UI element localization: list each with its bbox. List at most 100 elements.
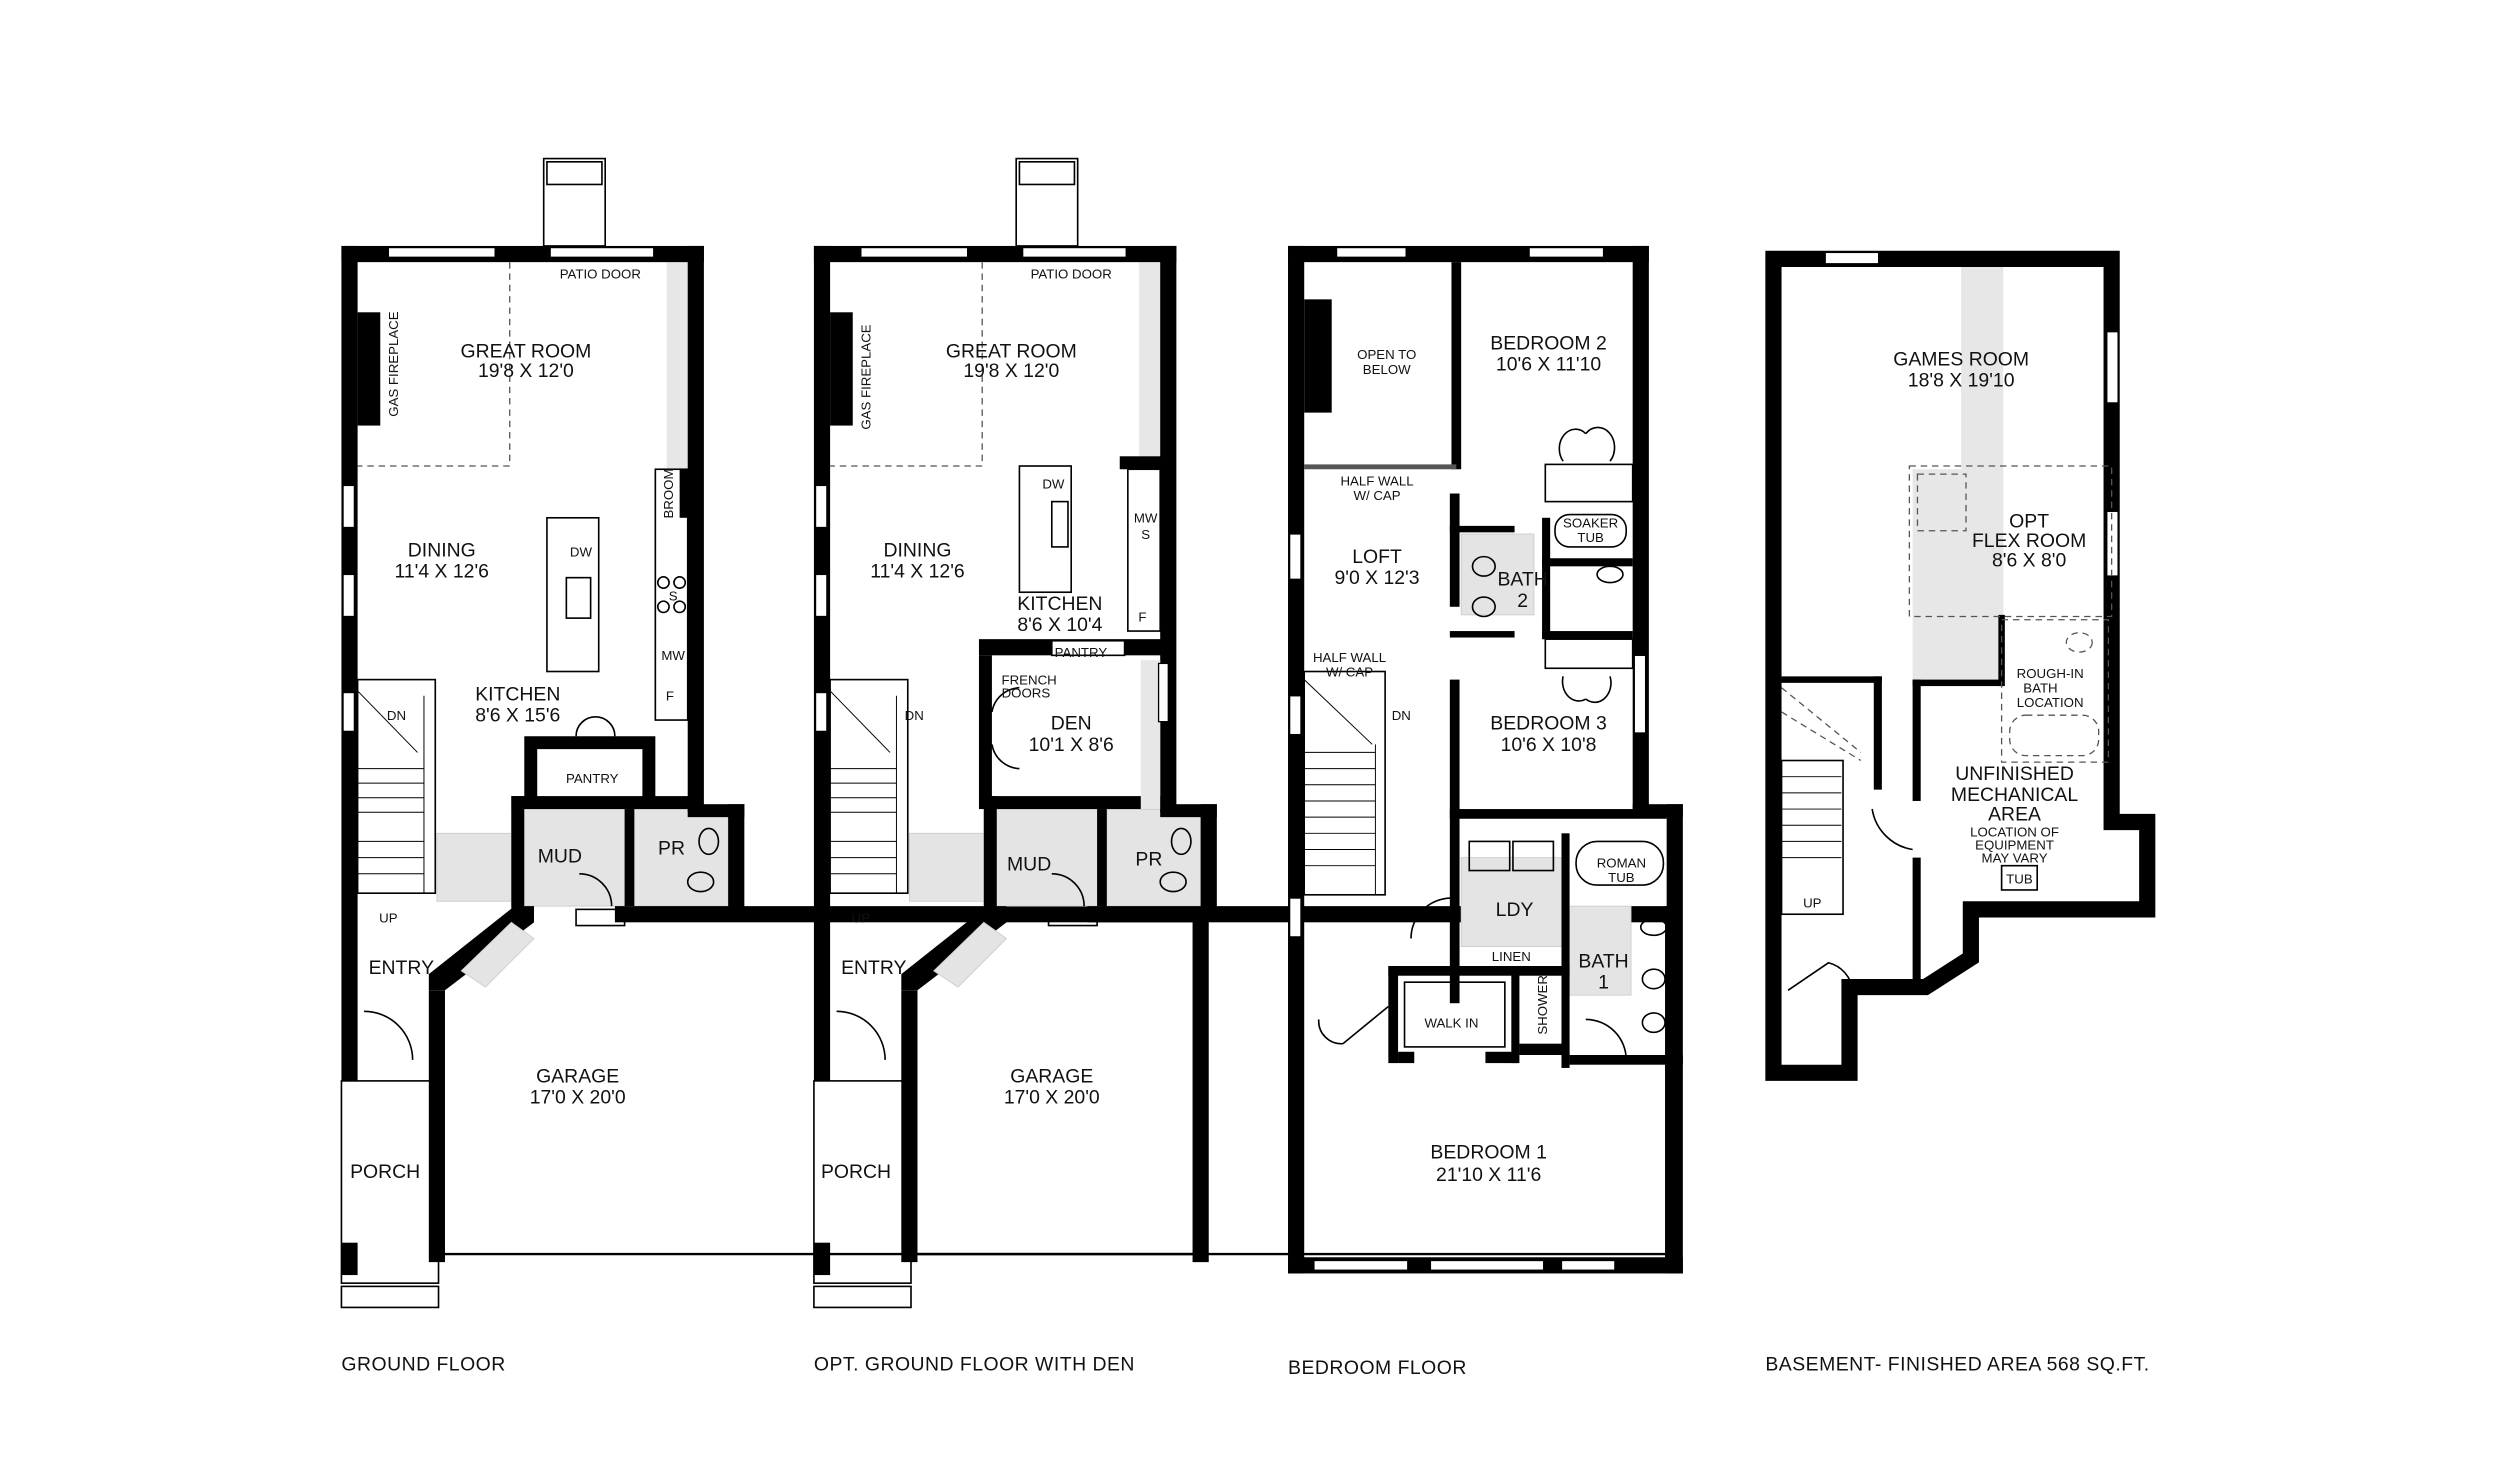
room-label: GAS FIREPLACE (859, 324, 874, 429)
room-label: 10'6 X 11'10 (1496, 354, 1601, 376)
room-label: AREA (1988, 803, 2041, 825)
room-label: MW (1134, 511, 1158, 526)
room-label: PANTRY (566, 771, 619, 786)
room-label: WALK IN (1424, 1015, 1478, 1030)
room-label: OPT (2009, 511, 2049, 533)
room-label: BATH (2023, 681, 2057, 696)
room-label: DW (1042, 477, 1065, 492)
room-label: DN (905, 708, 924, 723)
room-label: DOORS (1002, 685, 1051, 700)
room-label: GAS FIREPLACE (386, 311, 401, 416)
room-label: GREAT ROOM (460, 341, 591, 363)
room-label: S (1141, 527, 1150, 542)
room-label: HALF WALL (1340, 473, 1413, 488)
room-label: 19'8 X 12'0 (478, 360, 574, 382)
room-label: 1 (1598, 972, 1609, 994)
room-label: 8'6 X 10'4 (1017, 614, 1102, 636)
room-label: ROMAN (1597, 855, 1646, 870)
room-label: DEN (1051, 713, 1092, 735)
room-label: OPEN TO (1357, 347, 1416, 362)
room-label: MAY VARY (1982, 850, 2048, 865)
room-label: BEDROOM 1 (1430, 1142, 1546, 1164)
room-label: BELOW (1363, 362, 1411, 377)
room-label: 19'8 X 12'0 (963, 360, 1059, 382)
bedroom-floor-plan (1288, 245, 1683, 1274)
plan-title: GROUND FLOOR (341, 1354, 505, 1376)
room-label: KITCHEN (1017, 593, 1102, 615)
room-label: HALF WALL (1313, 650, 1386, 665)
room-label: 17'0 X 20'0 (1004, 1087, 1100, 1109)
ground-floor-plan (340, 157, 1210, 1309)
room-label: GREAT ROOM (946, 341, 1077, 363)
room-label: LINEN (1492, 949, 1531, 964)
room-label: MW (661, 648, 685, 663)
room-label: BEDROOM 2 (1490, 333, 1606, 355)
room-label: PANTRY (1055, 645, 1108, 660)
opt-ground-floor-plan (812, 157, 1683, 1309)
basement-plan (1765, 250, 2156, 1081)
room-label: PORCH (350, 1161, 420, 1183)
room-label: LOCATION OF (1970, 825, 2059, 840)
plan-title: OPT. GROUND FLOOR WITH DEN (814, 1354, 1135, 1376)
room-label: 18'8 X 19'10 (1908, 370, 2015, 392)
room-label: KITCHEN (475, 684, 560, 706)
room-label: EQUIPMENT (1975, 838, 2054, 853)
plan-title: BEDROOM FLOOR (1288, 1357, 1467, 1379)
room-label: MUD (1007, 854, 1051, 876)
room-label: PATIO DOOR (560, 266, 641, 281)
room-label: LDY (1496, 899, 1534, 921)
room-label: DN (1392, 708, 1411, 723)
room-label: 8'6 X 15'6 (475, 705, 560, 727)
room-label: TUB (1608, 870, 1635, 885)
room-label: LOCATION (2017, 695, 2084, 710)
room-label: F (666, 689, 674, 704)
room-label: LOFT (1352, 546, 1402, 568)
room-label: 8'6 X 8'0 (1992, 549, 2067, 571)
room-label: UP (1803, 896, 1822, 911)
room-label: MECHANICAL (1951, 784, 2078, 806)
room-label: BROOM (661, 468, 676, 518)
room-label: PR (658, 837, 685, 859)
room-label: GAMES ROOM (1893, 349, 2029, 371)
room-label: SHOWER (1535, 975, 1550, 1035)
room-label: DINING (408, 540, 476, 562)
room-label: 10'1 X 8'6 (1029, 734, 1114, 756)
room-label: GARAGE (1010, 1066, 1093, 1088)
room-label: ENTRY (841, 957, 906, 979)
room-label: FLEX ROOM (1972, 530, 2086, 552)
room-label: ROUGH-IN (2017, 666, 2084, 681)
room-label: BEDROOM 3 (1490, 713, 1606, 735)
room-label: 2 (1517, 590, 1528, 612)
room-label: F (1138, 609, 1146, 624)
plan-title: BASEMENT- FINISHED AREA 568 SQ.FT. (1765, 1354, 2149, 1376)
room-label: PORCH (821, 1161, 891, 1183)
room-label: W/ CAP (1326, 664, 1373, 679)
room-label: PATIO DOOR (1031, 266, 1112, 281)
room-label: BATH (1578, 951, 1628, 973)
room-label: UP (852, 910, 871, 925)
room-label: DINING (884, 540, 952, 562)
room-label: 17'0 X 20'0 (530, 1087, 626, 1109)
room-label: 9'0 X 12'3 (1334, 567, 1419, 589)
room-label: 10'6 X 10'8 (1501, 734, 1597, 756)
room-label: DW (570, 545, 593, 560)
room-label: GARAGE (536, 1066, 619, 1088)
room-label: 11'4 X 12'6 (870, 561, 964, 583)
room-label: ENTRY (369, 957, 434, 979)
room-label: SOAKER (1563, 516, 1618, 531)
room-label: W/ CAP (1353, 488, 1400, 503)
room-label: PR (1135, 849, 1162, 871)
room-label: FRENCH (1002, 672, 1057, 687)
room-label: DN (387, 708, 406, 723)
room-label: S (669, 588, 678, 603)
room-label: MUD (538, 845, 582, 867)
room-label: UP (379, 910, 398, 925)
room-label: TUB (1577, 530, 1604, 545)
room-label: UNFINISHED (1955, 763, 2074, 785)
room-label: TUB (2006, 871, 2033, 886)
room-label: 21'10 X 11'6 (1436, 1164, 1541, 1186)
room-label: BATH (1497, 569, 1547, 591)
room-label: 11'4 X 12'6 (395, 561, 489, 583)
